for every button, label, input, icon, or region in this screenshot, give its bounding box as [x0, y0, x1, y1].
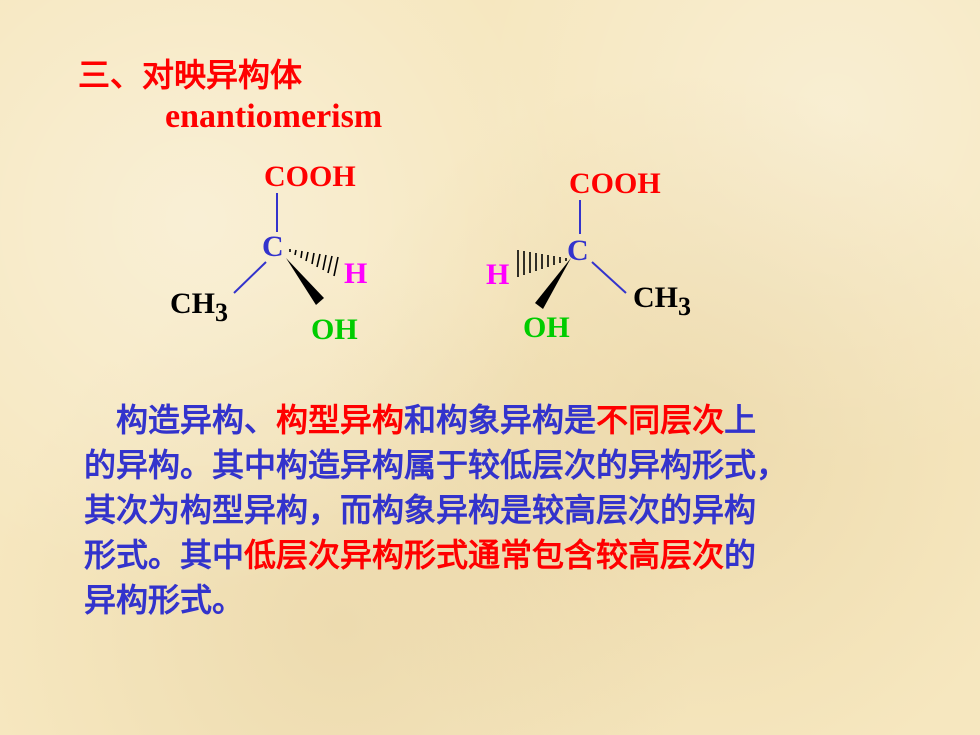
- text-segment: 的: [724, 536, 757, 574]
- left-carbon-label: C: [262, 230, 284, 263]
- bond-right-ch3: [591, 261, 627, 294]
- right-hydrogen-label: H: [486, 258, 509, 291]
- left-ch3-label: CH3: [170, 287, 228, 327]
- paragraph-line-3: 其次为构型异构，而构象异构是较高层次的异构: [84, 491, 757, 529]
- paragraph-line-1: 构造异构、构型异构和构象异构是不同层次上: [84, 398, 914, 443]
- hash-bond-right: [517, 250, 567, 277]
- paragraph-line-4: 形式。其中低层次异构形式通常包含较高层次的: [84, 533, 914, 578]
- right-oh-label: OH: [523, 311, 570, 344]
- wedge-bond-left: [286, 258, 324, 305]
- molecule-left: COOH C H OH CH3: [170, 160, 367, 346]
- right-carbon-label: C: [567, 234, 589, 267]
- body-paragraph: 构造异构、构型异构和构象异构是不同层次上 的异构。其中构造异构属于较低层次的异构…: [84, 398, 914, 623]
- paragraph-line-2: 的异构。其中构造异构属于较低层次的异构形式，: [84, 446, 789, 484]
- text-segment: 形式。其中: [84, 536, 245, 574]
- slide-subtitle: enantiomerism: [165, 98, 383, 135]
- highlight-configurational: 构型异构: [276, 401, 405, 439]
- bond-left-ch3: [233, 261, 267, 294]
- text-segment: 构造异构、: [116, 401, 277, 439]
- molecule-right: COOH C H OH CH3: [486, 167, 691, 344]
- right-ch3-label: CH3: [633, 281, 691, 321]
- text-segment: 和构象异构是: [404, 401, 597, 439]
- wedge-bond-right: [535, 258, 571, 309]
- highlight-different-levels: 不同层次: [596, 401, 725, 439]
- left-oh-label: OH: [311, 313, 358, 346]
- hash-bond-left: [289, 249, 339, 277]
- text-segment: 上: [724, 401, 757, 439]
- left-hydrogen-label: H: [344, 257, 367, 290]
- left-cooh-label: COOH: [264, 160, 356, 193]
- right-cooh-label: COOH: [569, 167, 661, 200]
- highlight-lower-levels: 低层次异构形式通常包含较高层次: [244, 536, 725, 574]
- enantiomer-diagram: COOH C H OH CH3 COOH C H OH CH3: [170, 160, 691, 346]
- slide-title: 三、对映异构体: [78, 56, 303, 94]
- paragraph-line-5: 异构形式。: [84, 581, 245, 619]
